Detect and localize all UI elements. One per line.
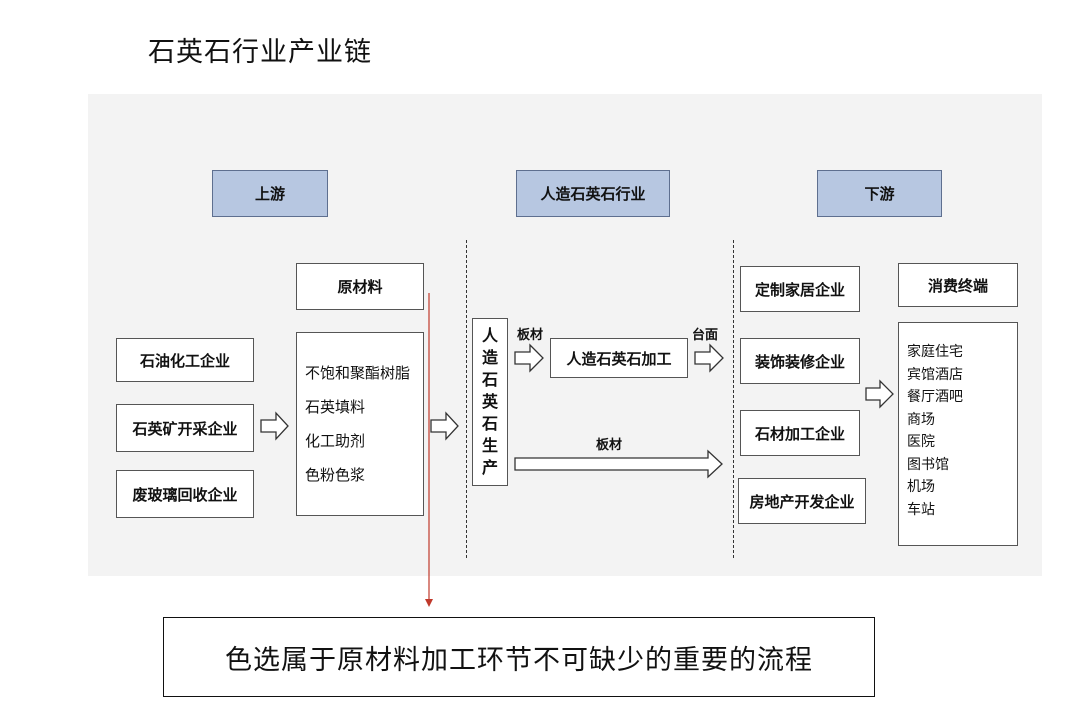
- arrow-board-long: [514, 449, 723, 479]
- production-char: 生: [481, 436, 498, 455]
- consumer-terminal-label: 消费终端: [898, 263, 1018, 307]
- raw-material-item: 石英填料: [305, 398, 366, 416]
- source-quartz-mining: 石英矿开采企业: [116, 404, 254, 452]
- board-label-lower: 板材: [596, 438, 623, 453]
- consumer-item: 机场: [907, 479, 935, 495]
- quartz-processing-box: 人造石英石加工: [550, 338, 688, 378]
- downstream-header: 下游: [817, 170, 942, 217]
- countertop-label: 台面: [692, 328, 719, 343]
- consumer-item: 图书馆: [907, 456, 949, 473]
- production-char: 石: [481, 370, 498, 389]
- production-char: 造: [481, 348, 498, 367]
- decoration-enterprise: 装饰装修企业: [740, 338, 860, 384]
- annotation-note: 色选属于原材料加工环节不可缺少的重要的流程: [163, 617, 875, 697]
- source-petrochemical: 石油化工企业: [116, 338, 254, 382]
- raw-material-item: 化工助剂: [305, 432, 366, 450]
- source-glass-recycling: 废玻璃回收企业: [116, 470, 254, 518]
- upstream-header: 上游: [212, 170, 328, 217]
- custom-furniture-enterprise: 定制家居企业: [740, 266, 860, 312]
- arrow-materials-to-production: [430, 411, 459, 441]
- raw-material-list: 不饱和聚酯树脂 石英填料 化工助剂 色粉色浆: [296, 332, 424, 516]
- consumer-terminal-list: 家庭住宅 宾馆酒店 餐厅酒吧 商场 医院 图书馆 机场 车站: [898, 322, 1018, 546]
- separator-upstream: [466, 240, 467, 558]
- arrow-sources-to-materials: [260, 411, 289, 441]
- arrow-processing-to-downstream: [694, 343, 724, 373]
- production-char: 英: [481, 392, 498, 411]
- industry-header: 人造石英石行业: [516, 170, 670, 217]
- consumer-item: 家庭住宅: [907, 344, 963, 360]
- production-char: 产: [481, 458, 498, 477]
- production-char: 人: [481, 326, 498, 345]
- production-box: 人 造 石 英 石 生 产: [472, 318, 508, 486]
- page-title: 石英石行业产业链: [148, 37, 372, 68]
- stone-processing-enterprise: 石材加工企业: [740, 410, 860, 456]
- real-estate-enterprise: 房地产开发企业: [738, 478, 866, 524]
- raw-material-item: 不饱和聚酯树脂: [305, 364, 411, 382]
- consumer-item: 餐厅酒吧: [907, 389, 963, 405]
- consumer-item: 宾馆酒店: [907, 366, 963, 383]
- raw-material-item: 色粉色浆: [305, 466, 366, 484]
- consumer-item: 车站: [907, 501, 935, 518]
- consumer-item: 医院: [907, 434, 935, 450]
- arrow-downstream-to-consumer: [865, 379, 894, 409]
- board-label-upper: 板材: [517, 328, 544, 343]
- raw-material-label: 原材料: [296, 263, 424, 310]
- production-char: 石: [481, 414, 498, 433]
- consumer-item: 商场: [907, 411, 935, 428]
- arrow-production-to-processing: [514, 343, 544, 373]
- separator-downstream: [733, 240, 734, 558]
- annotation-pointer: [425, 293, 433, 607]
